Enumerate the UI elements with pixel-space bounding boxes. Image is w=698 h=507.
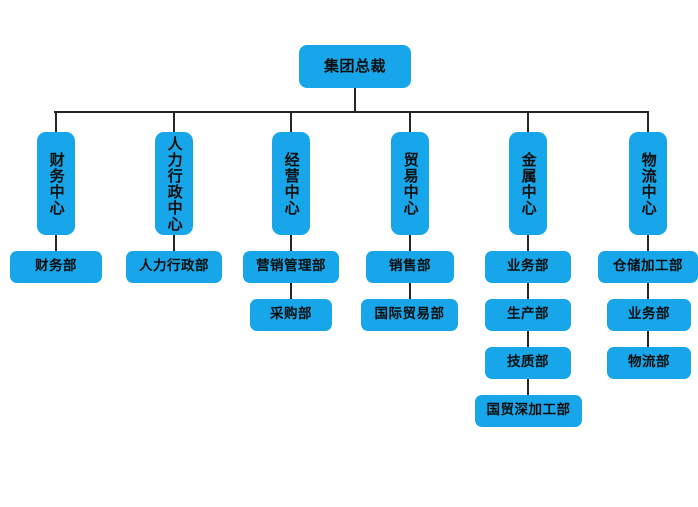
org-node-dept-5-4[interactable]: 国贸深加工部 (475, 395, 582, 427)
connector-horizontal-bus (54, 111, 649, 113)
connector-dept-5-2-to-5-3 (527, 331, 529, 347)
connector-branch-2-drop (173, 111, 175, 133)
org-node-center-4[interactable]: 贸易中心 (391, 132, 429, 235)
org-node-dept-5-2[interactable]: 生产部 (485, 299, 571, 331)
org-node-dept-6-1[interactable]: 仓储加工部 (598, 251, 698, 283)
org-node-dept-6-2[interactable]: 业务部 (607, 299, 691, 331)
org-node-center-5[interactable]: 金属中心 (509, 132, 547, 235)
org-node-dept-5-3[interactable]: 技质部 (485, 347, 571, 379)
org-node-center-2[interactable]: 人力行政中心 (155, 132, 193, 235)
connector-center-2-to-dept-1 (173, 235, 175, 251)
connector-branch-3-drop (290, 111, 292, 133)
connector-branch-4-drop (409, 111, 411, 133)
org-node-dept-6-3[interactable]: 物流部 (607, 347, 691, 379)
connector-dept-3-1-to-3-2 (290, 283, 292, 299)
org-node-dept-4-1[interactable]: 销售部 (366, 251, 454, 283)
org-node-dept-4-2[interactable]: 国际贸易部 (361, 299, 458, 331)
org-node-center-3[interactable]: 经营中心 (272, 132, 310, 235)
org-node-dept-1-1[interactable]: 财务部 (10, 251, 102, 283)
connector-branch-5-drop (527, 111, 529, 133)
connector-center-6-to-dept-1 (647, 235, 649, 251)
org-node-dept-3-1[interactable]: 营销管理部 (243, 251, 339, 283)
connector-dept-6-2-to-6-3 (647, 331, 649, 347)
connector-dept-5-3-to-5-4 (527, 379, 529, 395)
org-node-dept-2-1[interactable]: 人力行政部 (126, 251, 222, 283)
connector-dept-6-1-to-6-2 (647, 283, 649, 299)
connector-dept-4-1-to-4-2 (409, 283, 411, 299)
org-node-root[interactable]: 集团总裁 (299, 45, 411, 88)
connector-branch-1-drop (55, 111, 57, 133)
connector-center-4-to-dept-1 (409, 235, 411, 251)
connector-center-3-to-dept-1 (290, 235, 292, 251)
connector-root-stem (354, 88, 356, 112)
org-node-dept-3-2[interactable]: 采购部 (250, 299, 332, 331)
connector-dept-5-1-to-5-2 (527, 283, 529, 299)
org-node-dept-5-1[interactable]: 业务部 (485, 251, 571, 283)
connector-center-1-to-dept-1 (55, 235, 57, 251)
org-node-center-1[interactable]: 财务中心 (37, 132, 75, 235)
org-node-center-6[interactable]: 物流中心 (629, 132, 667, 235)
connector-center-5-to-dept-1 (527, 235, 529, 251)
connector-branch-6-drop (647, 111, 649, 133)
